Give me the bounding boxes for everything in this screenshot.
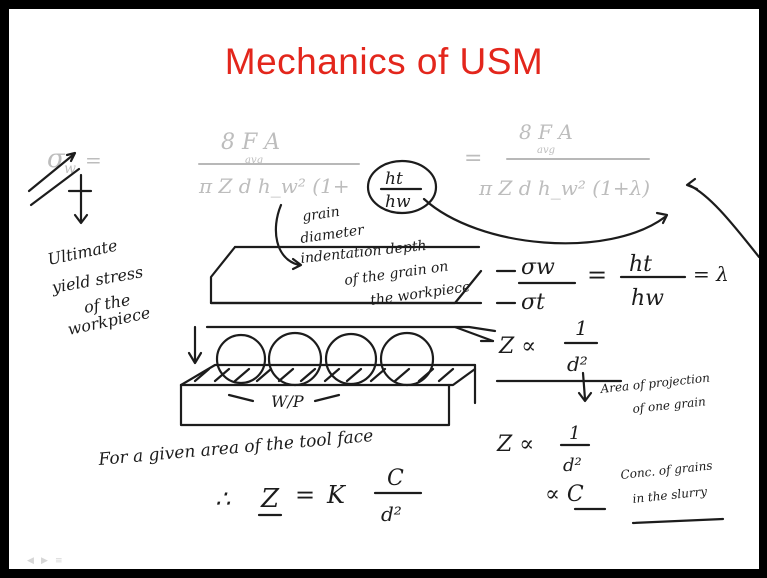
ratio-sigma-w: σw xyxy=(521,255,555,280)
ratio-sigma-t: σt xyxy=(521,290,545,315)
slide-nav-bar: ◀ ▶ ≡ xyxy=(9,551,759,569)
ht-symbol: ht xyxy=(385,169,403,189)
conc-note-1: Conc. of grains xyxy=(620,458,713,482)
bottom-relations: For a given area of the tool face Z ∝ 1 … xyxy=(97,423,723,526)
grain-label: grain xyxy=(301,204,340,225)
z-prop-2: Z ∝ xyxy=(496,432,534,457)
top-equation: σ w = 8 F A avg π Z d h_w² (1+ = 8 F A a… xyxy=(29,120,759,257)
ultimate-stress-note: Ultimate yield stress of the workpiece xyxy=(46,175,152,339)
grain-notes: grain diameter indentation depth of the … xyxy=(276,204,472,309)
one-2: 1 xyxy=(569,423,580,444)
hw-symbol: hw xyxy=(385,192,411,212)
d-squared-2: d² xyxy=(563,455,582,476)
numerator-1: 8 F A xyxy=(221,130,280,155)
area-note-2: of one grain xyxy=(632,394,707,416)
area-note-1: Area of projection xyxy=(599,371,711,397)
numerator-2-sub: avg xyxy=(537,145,555,156)
handwritten-annotations: σ w = 8 F A avg π Z d h_w² (1+ = 8 F A a… xyxy=(9,9,759,569)
given-area-note: For a given area of the tool face xyxy=(97,426,374,470)
ratio-equals: = xyxy=(587,261,607,289)
equals-2: = xyxy=(464,146,482,171)
ratio-lambda: = λ xyxy=(693,262,729,286)
wp-label: W/P xyxy=(271,392,304,411)
ultimate-label-1: Ultimate xyxy=(46,236,119,269)
z-symbol: Z xyxy=(260,484,280,514)
menu-icon[interactable]: ≡ xyxy=(55,557,63,565)
therefore-symbol: ∴ xyxy=(215,485,231,513)
c-symbol: C xyxy=(387,466,404,491)
k-symbol: K xyxy=(326,481,347,509)
equals-1: = xyxy=(85,148,102,172)
prev-icon[interactable]: ◀ xyxy=(27,557,35,565)
ultimate-label-2: yield stress xyxy=(49,262,144,297)
conc-note-2: in the slurry xyxy=(632,484,708,506)
z-prop-1: Z ∝ xyxy=(498,334,536,359)
ratio-hw: hw xyxy=(631,286,664,311)
proportional-c: ∝ C xyxy=(545,482,584,507)
slide: Mechanics of USM σ w = 8 F A avg π Z d h… xyxy=(9,9,759,569)
z-proportional-middle: Z ∝ 1 d² Area of projection of one grain xyxy=(497,316,710,416)
workpiece-label: the workpiece xyxy=(369,279,471,309)
one-1: 1 xyxy=(575,316,588,340)
ratio-ht: ht xyxy=(629,252,652,277)
d-squared-3: d² xyxy=(381,502,402,526)
denominator-1: π Z d h_w² (1+ xyxy=(198,174,350,198)
denominator-2: π Z d h_w² (1+λ) xyxy=(478,176,650,200)
numerator-2: 8 F A xyxy=(519,120,573,144)
diameter-label: diameter xyxy=(299,222,366,247)
equals-k: = xyxy=(295,481,315,509)
next-icon[interactable]: ▶ xyxy=(41,557,49,565)
d-squared-1: d² xyxy=(567,352,588,376)
stress-ratio: σw σt = ht hw = λ xyxy=(497,252,729,315)
